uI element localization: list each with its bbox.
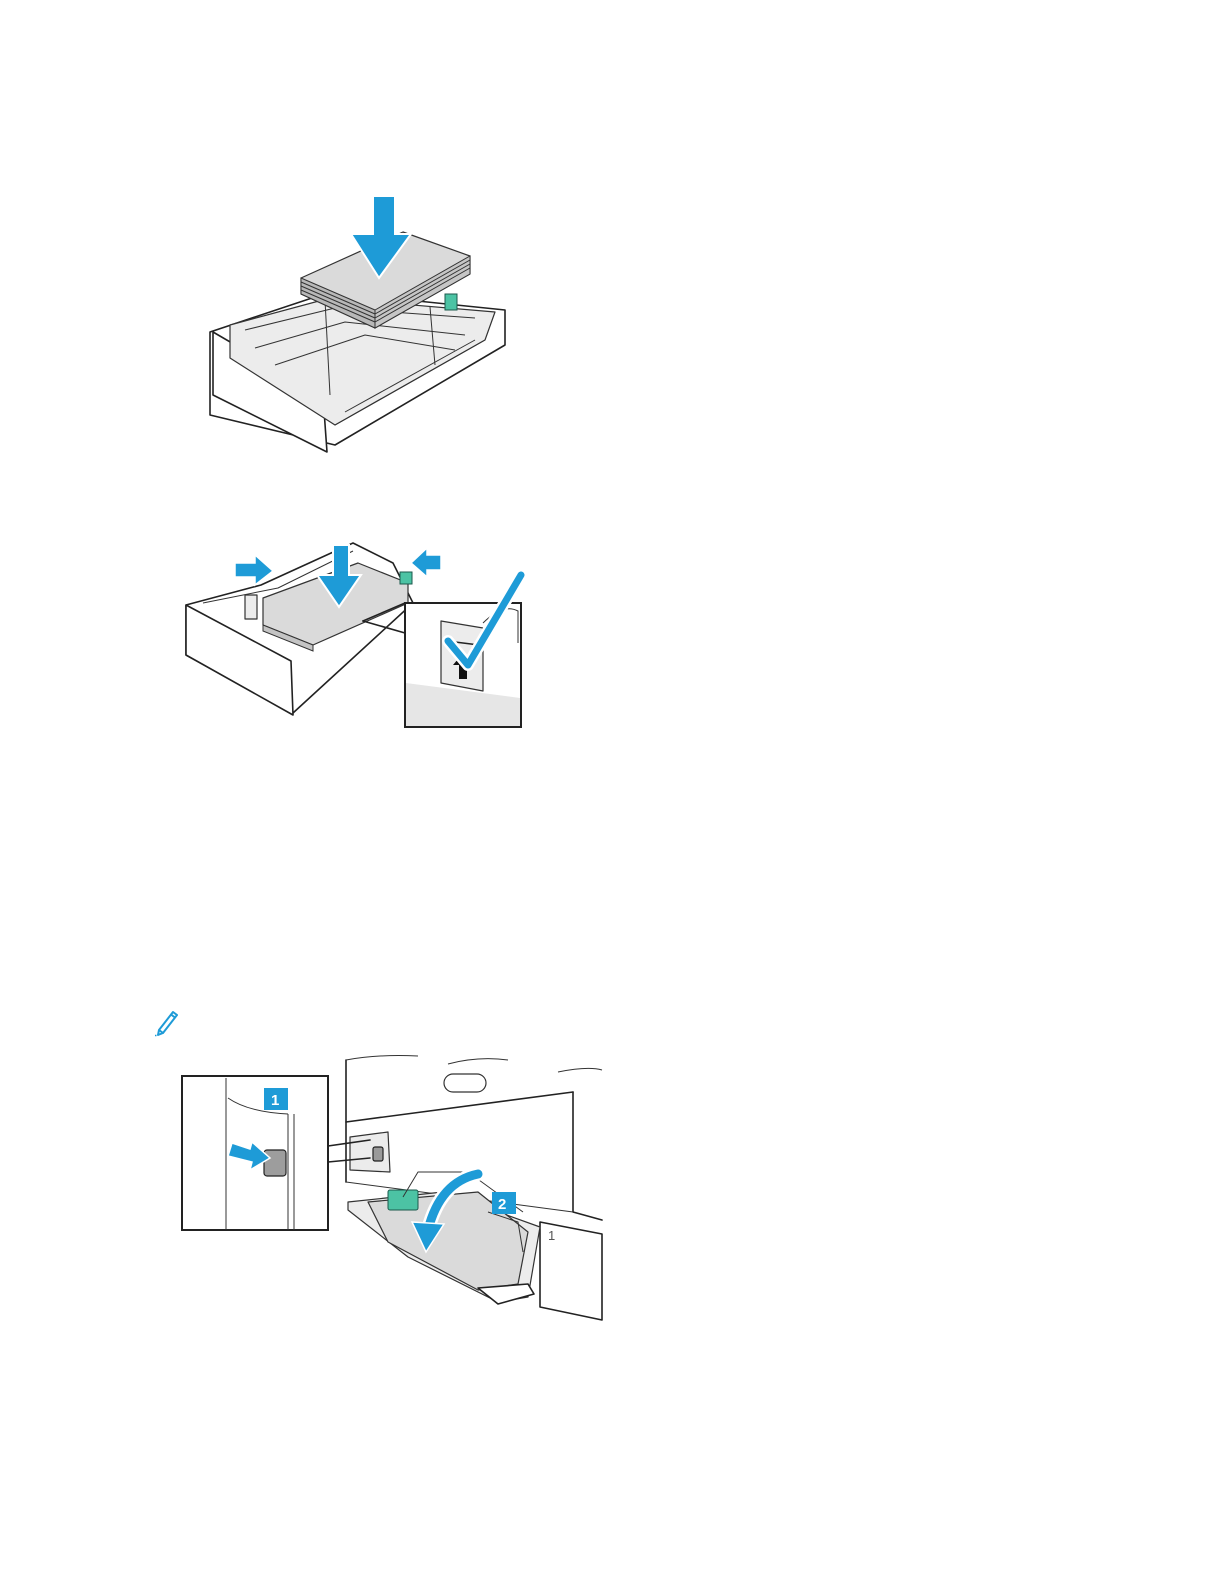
figure-open-bypass-tray: 1 2	[178, 1052, 606, 1324]
guide-tab	[445, 294, 457, 310]
svg-text:1: 1	[271, 1092, 279, 1109]
load-paper-illustration	[205, 190, 510, 458]
inward-arrow-icon	[411, 548, 441, 577]
detail-inset: 1	[182, 1076, 328, 1230]
adjust-guides-illustration	[183, 533, 528, 730]
release-latch	[264, 1150, 286, 1176]
bypass-tray-illustration: 1 2	[178, 1052, 606, 1324]
guide-tab	[388, 1190, 418, 1210]
inward-arrow-icon	[235, 555, 273, 585]
release-latch	[373, 1147, 383, 1161]
callout-1: 1	[264, 1088, 288, 1110]
figure-load-paper-tray	[205, 190, 510, 458]
figure-adjust-guides	[183, 533, 528, 730]
pencil-icon	[155, 1006, 181, 1036]
callout-2: 2	[492, 1192, 516, 1214]
guide-tab	[400, 572, 412, 584]
svg-text:2: 2	[498, 1196, 506, 1213]
tray-number-label: 1	[548, 1228, 555, 1243]
